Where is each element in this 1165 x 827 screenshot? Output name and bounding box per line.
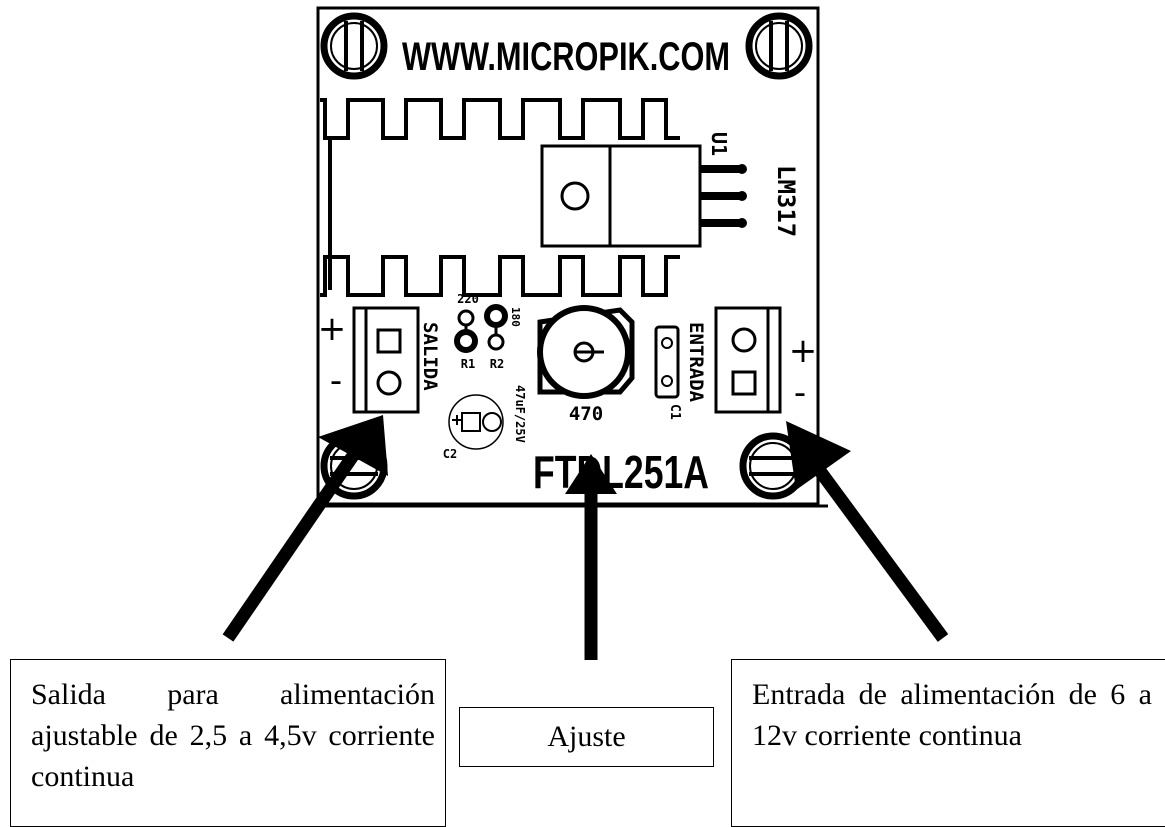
arrow-adjust <box>565 454 617 660</box>
potentiometer <box>537 305 635 399</box>
heatsink <box>320 98 680 297</box>
regulator-ref: U1 <box>707 132 731 156</box>
capacitor-c2 <box>448 394 504 450</box>
capacitor-c1 <box>654 325 680 399</box>
output-minus: - <box>330 361 342 401</box>
c1-ref: C1 <box>667 404 682 420</box>
r2-ref: R2 <box>490 357 504 371</box>
resistor-r1 <box>454 309 478 353</box>
input-label: ENTRADA <box>685 322 707 403</box>
callout-adjust: Ajuste <box>459 707 714 767</box>
callout-output-text: Salida para alimentación ajustable de 2,… <box>31 678 435 793</box>
pot-value: 470 <box>569 403 603 425</box>
regulator-u1 <box>540 144 747 248</box>
output-terminal <box>352 306 420 414</box>
output-label: SALIDA <box>419 322 441 391</box>
c2-value: 47uF/25V <box>513 385 527 443</box>
board-model: FTDL251A <box>533 446 709 498</box>
arrow-input <box>786 421 949 642</box>
website-text: WWW.MICROPIK.COM <box>402 35 730 79</box>
input-terminal <box>714 306 782 414</box>
arrow-output <box>222 415 388 642</box>
screw-top-right <box>745 12 813 80</box>
resistor-r2 <box>484 304 508 351</box>
callout-input-text: Entrada de alimentación de 6 a 12v corri… <box>752 678 1152 752</box>
input-plus: + <box>789 331 818 371</box>
c2-ref: C2 <box>443 447 457 461</box>
callout-input: Entrada de alimentación de 6 a 12v corri… <box>731 659 1165 827</box>
r2-value: 180 <box>509 307 522 327</box>
callout-adjust-text: Ajuste <box>547 720 626 753</box>
input-minus: - <box>794 373 806 413</box>
screw-top-left <box>320 12 388 80</box>
r1-ref: R1 <box>461 357 475 371</box>
r1-value: 220 <box>457 292 479 306</box>
regulator-part: LM317 <box>772 165 800 237</box>
output-plus: + <box>318 309 347 349</box>
callout-output: Salida para alimentación ajustable de 2,… <box>10 659 446 827</box>
